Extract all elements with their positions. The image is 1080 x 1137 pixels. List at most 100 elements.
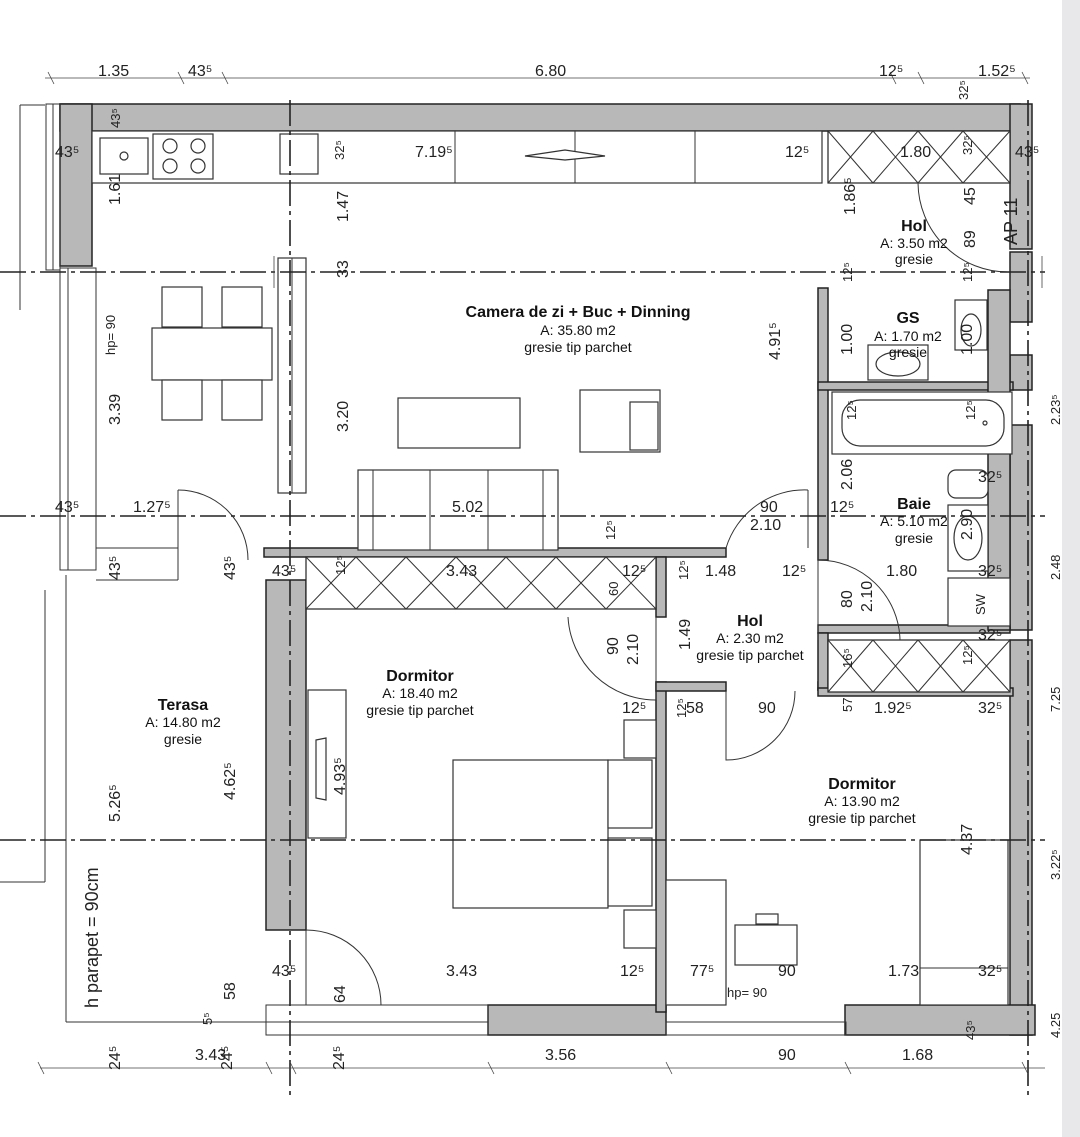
dim-186: 1.86⁵: [842, 177, 859, 215]
gs-finish: gresie: [889, 344, 927, 360]
dim-435-top: 43⁵: [108, 108, 123, 128]
dim-right-725: 7.25: [1048, 687, 1063, 712]
baie-area: A: 5.10 m2: [880, 513, 948, 529]
hol-mid-finish: gresie tip parchet: [696, 647, 804, 663]
dim-bottom-3: 24⁵: [219, 1046, 236, 1070]
dim-top-4: 12⁵: [879, 63, 903, 80]
parapet-label: h parapet = 90cm: [82, 867, 102, 1008]
dormitor1-name: Dormitor: [386, 668, 454, 685]
dim-32: 32⁵: [332, 140, 347, 160]
dim-210a: 2.10: [750, 517, 781, 534]
dim-100a: 1.00: [839, 324, 856, 355]
dim-435d: 43⁵: [272, 963, 296, 980]
hol-top-area: A: 3.50 m2: [880, 235, 948, 251]
dormitor1-area: A: 18.40 m2: [382, 685, 458, 701]
dim-325d: 32⁵: [978, 700, 1002, 717]
dim-bottom-5: 3.56: [545, 1047, 576, 1064]
dormitor2-area: A: 13.90 m2: [824, 793, 900, 809]
terasa-finish: gresie: [164, 731, 202, 747]
dim-435-left: 43⁵: [222, 556, 239, 580]
dim-180b: 1.80: [886, 563, 917, 580]
dim-kitchen: 7.19⁵: [415, 144, 453, 161]
dim-125h: 12⁵: [622, 700, 646, 717]
hp-left-label: hp= 90: [103, 315, 118, 355]
dim-125b: 12⁵: [830, 499, 854, 516]
dim-325-top: 32⁵: [956, 80, 971, 100]
dim-right-43: 43⁵: [1015, 144, 1039, 161]
dim-64: 64: [332, 985, 349, 1003]
dim-4625: 4.62⁵: [222, 762, 239, 800]
baie-finish: gresie: [895, 530, 933, 546]
dim-339: 3.39: [107, 394, 124, 425]
gs-area: A: 1.70 m2: [874, 328, 942, 344]
dim-k125: 12⁵: [785, 144, 809, 161]
dim-435b: 43⁵: [272, 563, 296, 580]
dim-125-hol: 12⁵: [676, 560, 691, 580]
sw-label: SW: [973, 593, 988, 615]
hol-top-finish: gresie: [895, 251, 933, 267]
dim-147: 1.47: [335, 191, 352, 222]
dim-325a: 32⁵: [978, 469, 1002, 486]
dim-125d: 12⁵: [622, 563, 646, 580]
dim-343b: 3.43: [446, 963, 477, 980]
dim-1925: 1.92⁵: [874, 700, 912, 717]
dim-161: 1.61: [107, 174, 124, 205]
dim-80: 80: [839, 590, 856, 608]
dim-55: 5⁵: [200, 1012, 215, 1025]
dim-100b: 1.00: [959, 324, 976, 355]
dim-bottom-6: 90: [778, 1047, 796, 1064]
dim-435c: 43⁵: [107, 556, 124, 580]
dim-left-43: 43⁵: [55, 144, 79, 161]
dim-bottom-2: 3.43: [195, 1047, 226, 1064]
dim-57: 57: [840, 698, 855, 712]
dormitor1-finish: gresie tip parchet: [366, 702, 474, 718]
dim-58a: 58: [686, 700, 704, 717]
dim-125i: 12⁵: [620, 963, 644, 980]
dim-125e: 12⁵: [782, 563, 806, 580]
dim-top-5: 1.52⁵: [978, 63, 1016, 80]
dim-right-2235: 2.23⁵: [1048, 394, 1063, 425]
hol-top-name: Hol: [901, 218, 927, 235]
dim-206: 2.06: [839, 459, 856, 490]
dormitor2-finish: gresie tip parchet: [808, 810, 916, 826]
dim-4935: 4.93⁵: [332, 757, 349, 795]
dim-502: 5.02: [452, 499, 483, 516]
dim-125-d2: 12⁵: [674, 698, 689, 718]
dim-top-1: 1.35: [98, 63, 129, 80]
living-area: A: 35.80 m2: [540, 322, 616, 338]
dim-closet: 1.80: [900, 144, 931, 161]
dim-45: 45: [962, 187, 979, 205]
hol-mid-name: Hol: [737, 613, 763, 630]
dim-89: 89: [962, 230, 979, 248]
dim-33: 33: [335, 260, 352, 278]
dim-125c: 12⁵: [603, 520, 618, 540]
dim-210b: 2.10: [625, 634, 642, 665]
dim-325e: 32⁵: [978, 963, 1002, 980]
dim-210c: 2.10: [859, 581, 876, 612]
dim-bottom-4: 24⁵: [331, 1046, 348, 1070]
dim-290: 2.90: [959, 509, 976, 540]
terasa-area: A: 14.80 m2: [145, 714, 221, 730]
dim-58b: 58: [222, 982, 239, 1000]
living-name: Camera de zi + Buc + Dinning: [466, 304, 691, 321]
dim-52-top: 32⁵: [960, 135, 975, 155]
dim-435e: 43⁵: [963, 1020, 978, 1040]
dim-435a: 43⁵: [55, 499, 79, 516]
dim-60: 60: [606, 582, 621, 596]
dim-90d: 90: [778, 963, 796, 980]
dim-491: 4.91⁵: [767, 322, 784, 360]
dim-right-3225: 3.22⁵: [1048, 849, 1063, 880]
dim-125g: 12⁵: [963, 400, 978, 420]
living-finish: gresie tip parchet: [524, 339, 632, 355]
dim-right-248: 2.48: [1048, 555, 1063, 580]
hol-mid-area: A: 2.30 m2: [716, 630, 784, 646]
terasa-name: Terasa: [158, 697, 209, 714]
dim-right-425: 4.25: [1048, 1013, 1063, 1038]
dim-90b: 90: [605, 637, 622, 655]
dim-16: 16⁵: [840, 648, 855, 668]
dim-125f: 12⁵: [844, 400, 859, 420]
dim-125-gs: 12⁵: [840, 262, 855, 282]
dim-343a: 3.43: [446, 563, 477, 580]
dim-top-2: 43⁵: [188, 63, 212, 80]
dim-5265: 5.26⁵: [107, 784, 124, 822]
